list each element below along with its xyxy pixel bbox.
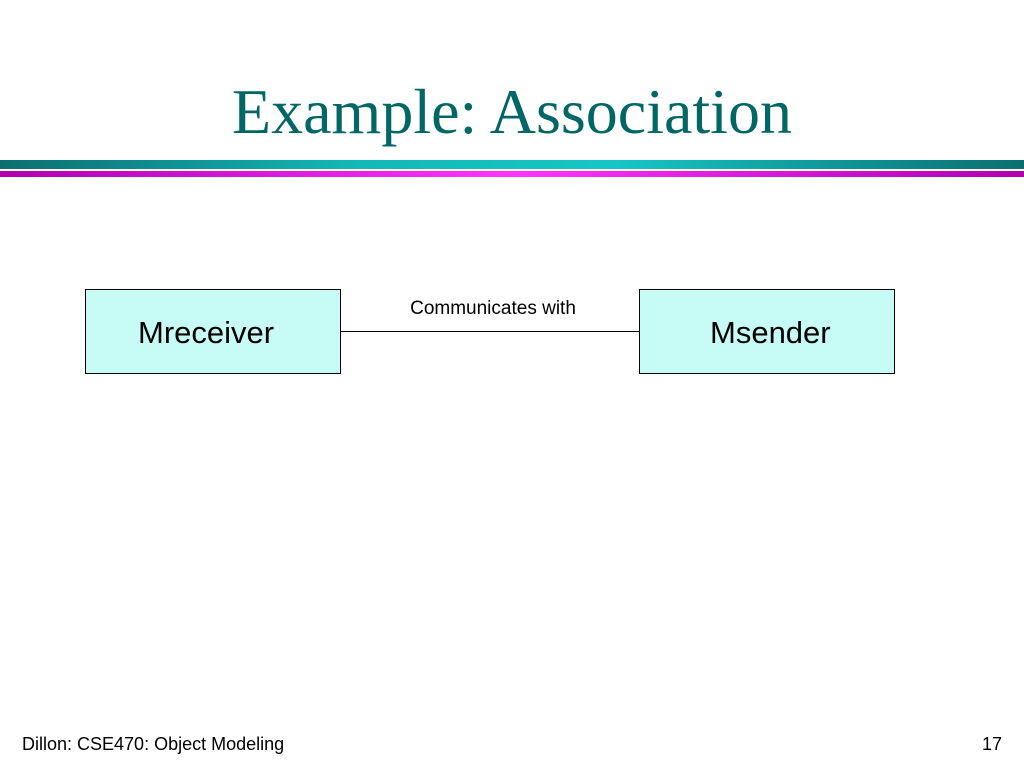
class-name-mreceiver: Mreceiver [138, 315, 275, 350]
title-divider-magenta [0, 171, 1024, 177]
class-box-mreceiver: Mreceiver [85, 289, 341, 374]
slide-title: Example: Association [232, 76, 792, 147]
association-label: Communicates with [410, 298, 576, 319]
class-name-msender: Msender [710, 315, 831, 350]
association-line [341, 331, 639, 332]
class-box-msender: Msender [639, 289, 895, 374]
footer-page-number: 17 [981, 734, 1002, 754]
title-divider-teal [0, 160, 1024, 169]
footer-course-label: Dillon: CSE470: Object Modeling [22, 734, 285, 754]
